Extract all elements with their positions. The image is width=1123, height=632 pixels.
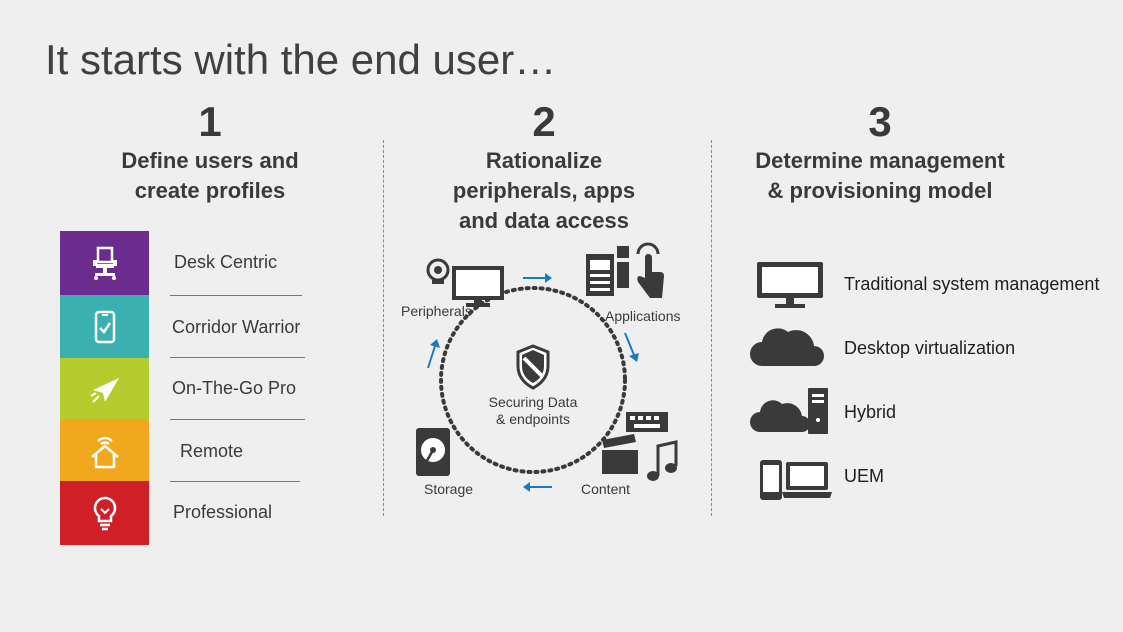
hard-drive-icon [416, 428, 450, 476]
webcam-icon [426, 258, 450, 284]
arrow-left-icon [523, 482, 552, 492]
arrow-up-icon [427, 339, 440, 369]
cloud-icon [750, 328, 824, 366]
lightbulb-icon [93, 496, 116, 531]
step-heading-1-line1: Define users and [121, 148, 299, 173]
profile-separator [170, 295, 302, 296]
profile-separator [170, 481, 300, 482]
model-label-traditional: Traditional system management [844, 274, 1100, 294]
step-number-3: 3 [868, 98, 892, 145]
cycle-center-text: Securing Data & endpoints [473, 394, 593, 428]
phone-laptop-icon [760, 460, 832, 500]
arrow-right-icon [523, 273, 552, 283]
step-heading-2: Rationalize peripherals, apps and data a… [414, 146, 674, 236]
cycle-dotted-ring [439, 286, 627, 474]
cycle-label-applications: Applications [605, 308, 681, 324]
cycle-center-line2: & endpoints [496, 411, 570, 427]
airplane-icon [89, 378, 119, 403]
shield-icon [516, 344, 550, 390]
model-label-uem: UEM [844, 466, 884, 486]
column-divider-2 [711, 140, 712, 516]
monitor-icon [757, 262, 823, 308]
arrow-down-icon [624, 332, 639, 362]
profile-tile-desk-centric [60, 231, 149, 295]
step-heading-2-line2: peripherals, apps [452, 178, 636, 203]
documents-icon [586, 246, 629, 296]
music-note-icon [647, 440, 678, 481]
profile-label-professional: Professional [173, 502, 273, 522]
profile-tile-professional [60, 481, 149, 545]
model-label-virtualization: Desktop virtualization [844, 338, 1016, 358]
profile-tile-corridor-warrior [60, 295, 149, 359]
step-heading-3-line2: & provisioning model [767, 178, 993, 203]
monitor-icon [452, 266, 504, 307]
cloud-server-icon [750, 388, 828, 434]
mobile-device-icon [94, 310, 115, 344]
profile-label-desk-centric: Desk Centric [174, 252, 278, 272]
profile-label-on-the-go-pro: On-The-Go Pro [172, 378, 297, 398]
step-heading-3: Determine management & provisioning mode… [720, 146, 1040, 206]
desk-chair-icon [92, 246, 117, 280]
step-heading-1: Define users and create profiles [90, 146, 330, 206]
cycle-label-content: Content [581, 481, 631, 497]
clapperboard-icon [602, 434, 638, 474]
home-wifi-icon [90, 436, 119, 469]
step-heading-2-line1: Rationalize [485, 148, 603, 173]
model-label-hybrid: Hybrid [844, 402, 897, 422]
step-heading-1-line2: create profiles [134, 178, 286, 203]
cycle-label-peripherals: Peripherals [401, 303, 472, 319]
step-number-1: 1 [198, 98, 222, 145]
keyboard-icon [626, 412, 668, 432]
column-divider-1 [383, 140, 384, 516]
touch-hand-icon [636, 242, 664, 298]
step-heading-3-line1: Determine management [755, 148, 1005, 173]
cycle-center-line1: Securing Data [488, 394, 578, 410]
security-cycle-diagram [416, 242, 678, 492]
step-heading-2-line3: and data access [459, 208, 629, 233]
profile-label-remote: Remote [180, 441, 244, 461]
profile-separator [170, 419, 305, 420]
profile-label-corridor-warrior: Corridor Warrior [172, 317, 301, 337]
cycle-label-storage: Storage [424, 481, 474, 497]
profile-tile-on-the-go-pro [60, 358, 149, 422]
step-number-2: 2 [532, 98, 556, 145]
profile-separator [170, 357, 305, 358]
profile-tile-remote [60, 419, 149, 483]
page-title: It starts with the end user… [45, 36, 557, 83]
